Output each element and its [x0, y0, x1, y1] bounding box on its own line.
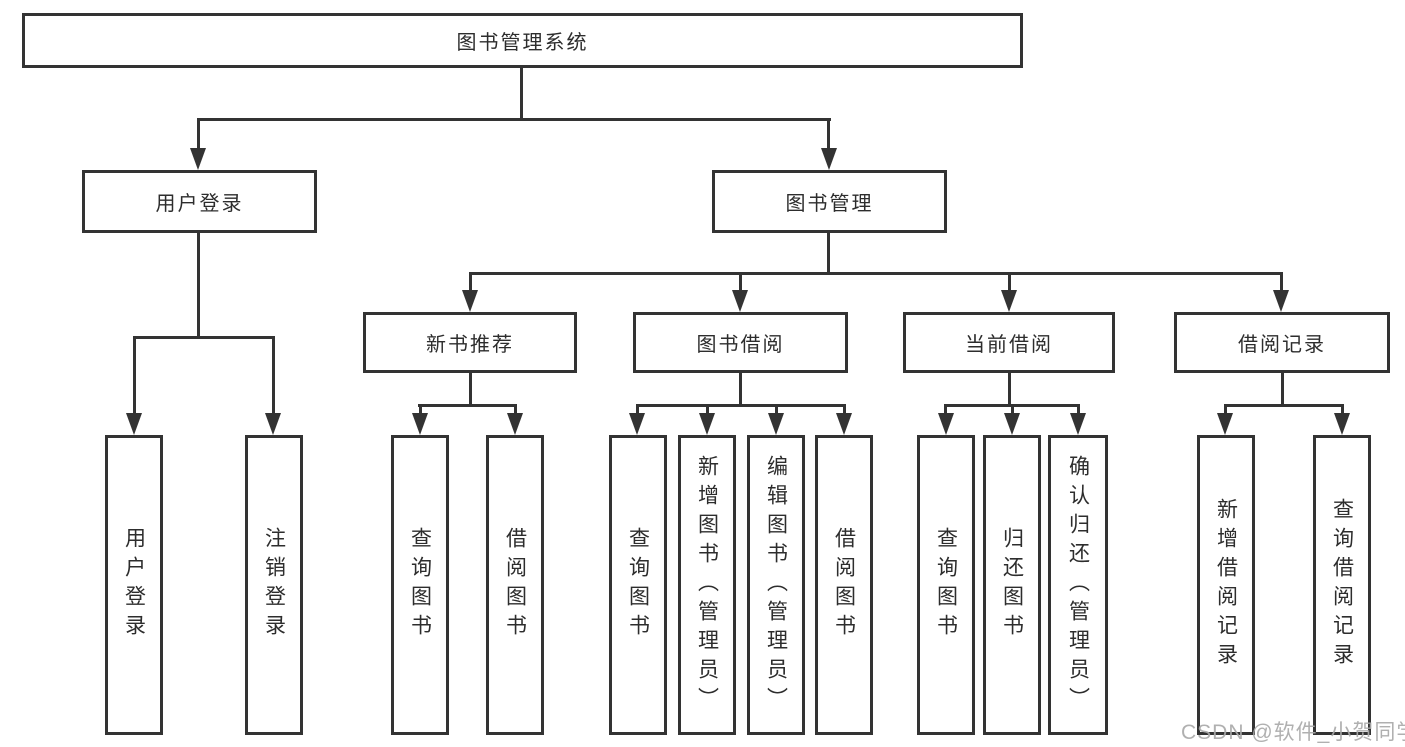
connector-line: [706, 407, 709, 415]
node-new-book-recommend: 新书推荐: [363, 312, 577, 373]
connector-line: [1280, 275, 1283, 292]
arrow-down-icon: [732, 290, 748, 312]
connector-line: [469, 272, 1283, 275]
node-user-login: 用户登录: [82, 170, 317, 233]
node-borrow-records: 借阅记录: [1174, 312, 1390, 373]
connector-line: [272, 339, 275, 415]
connector-line: [1008, 373, 1011, 407]
connector-line: [636, 404, 846, 407]
connector-line: [1224, 407, 1227, 415]
connector-line: [418, 404, 517, 407]
connector-line: [843, 407, 846, 415]
arrow-down-icon: [507, 413, 523, 435]
leaf-logout: 注销登录: [245, 435, 303, 735]
leaf-confirm-return-admin: 确认归还（管理员）: [1048, 435, 1108, 735]
arrow-down-icon: [821, 148, 837, 170]
connector-line: [636, 407, 639, 415]
connector-line: [419, 407, 422, 415]
connector-line: [133, 336, 275, 339]
connector-line: [520, 68, 523, 121]
leaf-query-borrow-record: 查询借阅记录: [1313, 435, 1371, 735]
leaf-edit-book-admin: 编辑图书（管理员）: [747, 435, 805, 735]
connector-line: [944, 407, 947, 415]
connector-line: [1224, 404, 1344, 407]
leaf-user-login: 用户登录: [105, 435, 163, 735]
arrow-down-icon: [1001, 290, 1017, 312]
connector-line: [133, 339, 136, 415]
connector-line: [1077, 407, 1080, 415]
arrow-down-icon: [126, 413, 142, 435]
connector-line: [739, 275, 742, 292]
arrow-down-icon: [462, 290, 478, 312]
arrow-down-icon: [1217, 413, 1233, 435]
leaf-add-borrow-record: 新增借阅记录: [1197, 435, 1255, 735]
connector-line: [944, 404, 1080, 407]
connector-line: [1341, 407, 1344, 415]
node-book-borrow: 图书借阅: [633, 312, 848, 373]
connector-line: [827, 233, 830, 275]
connector-line: [1008, 275, 1011, 292]
connector-line: [197, 121, 200, 150]
arrow-down-icon: [768, 413, 784, 435]
arrow-down-icon: [938, 413, 954, 435]
node-book-management: 图书管理: [712, 170, 947, 233]
node-current-borrow: 当前借阅: [903, 312, 1115, 373]
arrow-down-icon: [699, 413, 715, 435]
connector-line: [775, 407, 778, 415]
connector-line: [197, 118, 831, 121]
leaf-add-book-admin: 新增图书（管理员）: [678, 435, 736, 735]
arrow-down-icon: [836, 413, 852, 435]
leaf-query-books-current: 查询图书: [917, 435, 975, 735]
leaf-query-books-borrow: 查询图书: [609, 435, 667, 735]
connector-line: [739, 373, 742, 407]
connector-line: [827, 121, 830, 150]
arrow-down-icon: [190, 148, 206, 170]
arrow-down-icon: [1273, 290, 1289, 312]
arrow-down-icon: [265, 413, 281, 435]
connector-line: [1281, 373, 1284, 407]
connector-line: [469, 275, 472, 292]
connector-line: [197, 233, 200, 339]
connector-line: [514, 407, 517, 415]
connector-line: [469, 373, 472, 407]
arrow-down-icon: [1334, 413, 1350, 435]
arrow-down-icon: [629, 413, 645, 435]
arrow-down-icon: [1070, 413, 1086, 435]
leaf-query-books-recommend: 查询图书: [391, 435, 449, 735]
arrow-down-icon: [412, 413, 428, 435]
leaf-borrow-books: 借阅图书: [815, 435, 873, 735]
arrow-down-icon: [1004, 413, 1020, 435]
node-root-system: 图书管理系统: [22, 13, 1023, 68]
leaf-return-book: 归还图书: [983, 435, 1041, 735]
leaf-borrow-books-recommend: 借阅图书: [486, 435, 544, 735]
connector-line: [1011, 407, 1014, 415]
csdn-watermark: CSDN @软件_小贺同学: [1181, 721, 1405, 744]
